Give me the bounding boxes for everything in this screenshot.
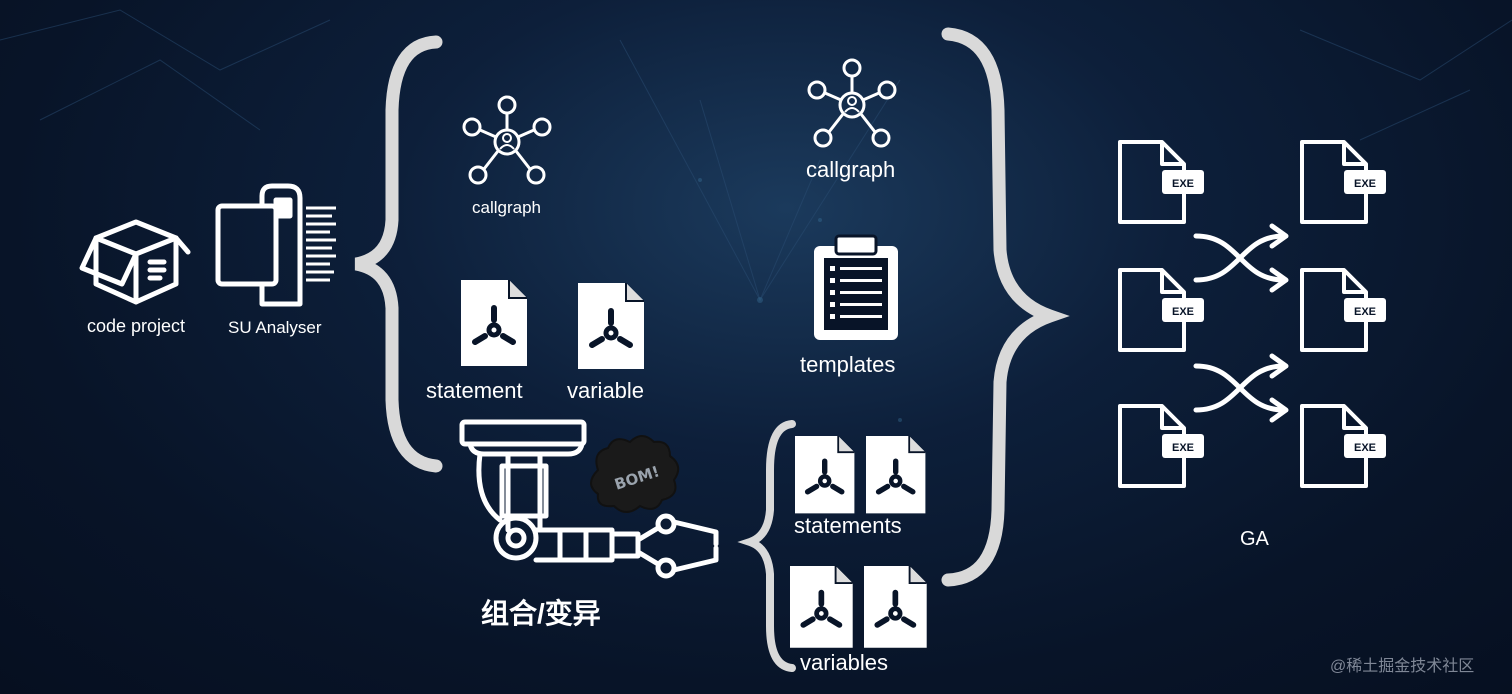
variable-doc-icon	[578, 283, 644, 369]
exe-file-icon-right-3: EXE	[1300, 404, 1388, 488]
exe-file-icon-left-2: EXE	[1118, 268, 1206, 352]
watermark: @稀土掘金技术社区	[1330, 658, 1475, 675]
exe-label: EXE	[1172, 306, 1194, 318]
small-brace	[737, 420, 796, 672]
shredder-icon	[215, 183, 336, 307]
left-brace	[354, 35, 443, 473]
robot-arm-icon	[459, 419, 719, 579]
exe-label: EXE	[1172, 178, 1194, 190]
box-icon	[79, 219, 191, 305]
callgraph-icon-left	[462, 95, 552, 185]
label-ga: GA	[1240, 528, 1269, 550]
bom-burst-icon: BOM!	[590, 435, 680, 513]
label-statements: statements	[794, 513, 902, 538]
variables-doc-icon-1	[790, 566, 853, 648]
callgraph-icon-right	[807, 58, 897, 148]
crossover-arrows-icon-2	[1193, 353, 1289, 423]
statements-doc-icon-1	[795, 436, 854, 513]
right-brace	[941, 27, 1070, 587]
exe-file-icon-right-1: EXE	[1300, 140, 1388, 224]
statement-doc-icon	[461, 280, 527, 366]
label-variables: variables	[800, 650, 889, 675]
label-combine-mutate: 组合/变异	[481, 598, 601, 629]
exe-file-icon-right-2: EXE	[1300, 268, 1388, 352]
exe-label: EXE	[1172, 442, 1194, 454]
variables-doc-icon-2	[864, 566, 927, 648]
background-network	[0, 9, 1512, 302]
label-statement: statement	[426, 378, 523, 403]
label-su-analyser: SU Analyser	[228, 318, 322, 337]
statements-doc-icon-2	[866, 436, 925, 513]
exe-label: EXE	[1354, 306, 1376, 318]
crossover-arrows-icon-1	[1193, 223, 1289, 293]
label-code-project: code project	[87, 316, 186, 336]
label-callgraph-left: callgraph	[472, 198, 541, 217]
exe-file-icon-left-1: EXE	[1118, 140, 1206, 224]
label-variable: variable	[567, 378, 645, 403]
clipboard-icon	[814, 234, 898, 340]
exe-file-icon-left-3: EXE	[1118, 404, 1206, 488]
label-callgraph-right: callgraph	[806, 157, 896, 182]
label-templates: templates	[800, 352, 896, 377]
exe-label: EXE	[1354, 442, 1376, 454]
exe-label: EXE	[1354, 178, 1376, 190]
